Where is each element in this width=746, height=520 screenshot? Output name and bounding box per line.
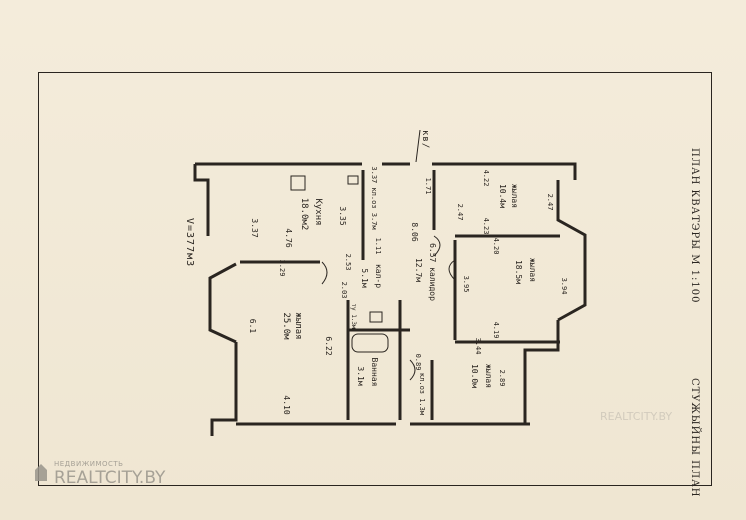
entrance-arrow — [415, 129, 421, 163]
label-wc: ту 1.3м — [350, 303, 357, 329]
label-dim-394: 3.94 — [560, 278, 568, 295]
label-living-area: 25.0м — [281, 312, 291, 340]
label-dim-420: 4.20 — [492, 238, 500, 255]
wall-left-bay — [208, 262, 237, 344]
label-kitchen-w: 4.76 — [284, 228, 293, 247]
label-dim-089: 0.89 — [414, 354, 422, 371]
label-dim-329: 3.29 — [278, 260, 286, 277]
label-dim-171: 1.71 — [424, 178, 432, 195]
label-dim-247a: 2.47 — [456, 204, 464, 221]
wall-right-bay — [556, 180, 587, 322]
entry-mark: кв/ — [420, 130, 430, 150]
plan-labels: Кухня 18.0м2 4.76 3.37 3.35 3.37 кл.оз 3.7м 1.… — [248, 166, 568, 415]
wall-left-lower — [210, 342, 238, 436]
wall-top-right — [432, 162, 577, 180]
door-swing-4 — [409, 359, 416, 381]
washbasin — [369, 311, 383, 323]
kitchen-sink — [347, 175, 359, 185]
door-swing-1 — [321, 261, 328, 285]
watermark-main: REALTCITY.BY — [54, 468, 166, 488]
label-pantry: 3.37 кл.оз 3.7м — [370, 166, 378, 230]
watermark-repeat: REALTCITY.BY — [600, 410, 673, 423]
label-bath-name: Ванная — [370, 358, 379, 387]
label-bath-area: 3.1м — [356, 366, 365, 385]
volume-label: V=377м3 — [184, 218, 195, 268]
watermark-top: НЕДВИЖИМОСТЬ — [54, 460, 124, 468]
logo-icon — [35, 464, 47, 481]
label-dim-419: 4.19 — [492, 322, 500, 339]
fixtures — [290, 129, 456, 381]
label-corr2: кал-р — [374, 264, 383, 288]
label-closet: кл.оз 1.3м — [418, 373, 426, 416]
label-dim-344: 3.44 — [474, 338, 482, 355]
label-dim-395: 3.95 — [462, 276, 470, 293]
label-room1-area: 10.4м — [498, 184, 507, 208]
bathtub — [351, 333, 389, 353]
walls — [193, 162, 587, 436]
label-corridor-name: 6.57 калидор — [428, 243, 437, 301]
label-dim-203: 2.03 — [340, 282, 348, 299]
drawing-frame — [38, 72, 712, 486]
plan-title: ПЛАН КВАТЭРЫ М 1:100 — [689, 148, 700, 304]
label-kitchen-h: 3.37 — [250, 218, 259, 237]
label-kitchen-name: Кухня — [313, 198, 323, 225]
label-kitchen-area: 18.0м2 — [299, 198, 309, 231]
door-swing-2 — [433, 235, 441, 257]
floor-label: СТУЖЫЙНЫ ПЛАН — [689, 378, 700, 498]
label-room2-name: жылая — [528, 258, 537, 282]
label-dim-111: 1.11 — [374, 238, 382, 255]
label-dim-289: 2.89 — [498, 370, 506, 387]
label-room3-name: жылая — [484, 364, 493, 388]
label-room2-area: 18.5м — [514, 260, 523, 284]
label-dim-247b: 2.47 — [546, 194, 554, 211]
label-dim-622: 6.22 — [324, 336, 333, 355]
label-dim-806: 8.06 — [410, 222, 419, 241]
wall-right-lower — [523, 320, 560, 424]
label-corridor-area: 12.7м — [414, 258, 423, 282]
label-room1-name: жылая — [510, 184, 519, 208]
label-room3-area: 10.0м — [470, 364, 479, 388]
label-dim-61: 6.1 — [248, 319, 257, 334]
wall-left-upper — [193, 164, 210, 236]
label-dim-410: 4.10 — [282, 395, 291, 414]
label-corr2-area: 5.1м — [360, 268, 369, 287]
label-dim-335: 3.35 — [338, 206, 347, 225]
label-dim-422: 4.22 — [482, 170, 490, 187]
door-swing-3 — [448, 259, 456, 281]
label-dim-253: 2.53 — [344, 254, 352, 271]
label-dim-423: 4.23 — [482, 218, 490, 235]
stove — [290, 175, 306, 191]
label-living-name: жылая — [293, 312, 303, 339]
